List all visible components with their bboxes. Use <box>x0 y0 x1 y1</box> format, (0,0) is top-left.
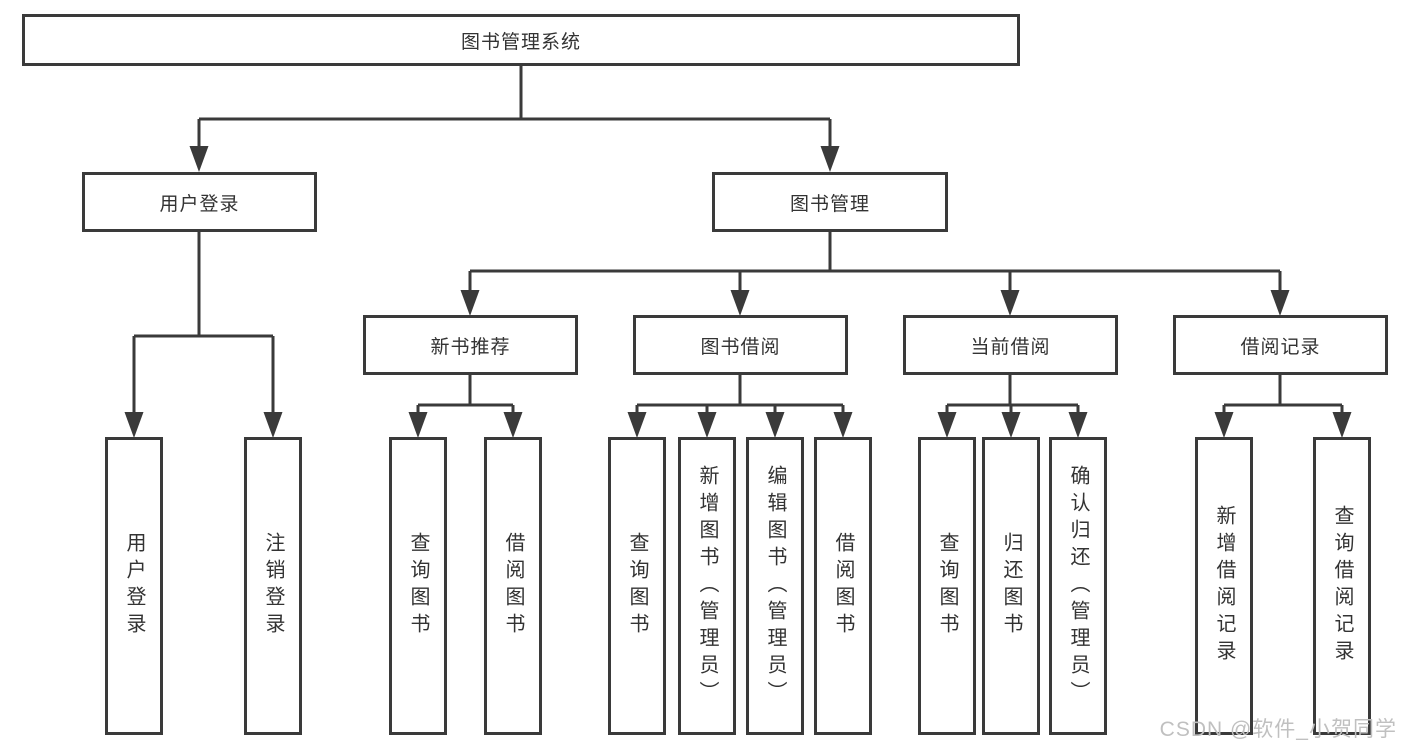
leaf-return-books: 归还图书 <box>982 437 1040 735</box>
arrowhead-icon <box>263 412 283 438</box>
node-book-borrowing: 图书借阅 <box>633 315 848 375</box>
arrowhead-icon <box>1332 412 1352 438</box>
arrowhead-icon <box>765 412 785 438</box>
arrowhead-icon <box>124 412 144 438</box>
leaf-borrow-books-2: 借阅图书 <box>814 437 872 735</box>
arrowhead-icon <box>730 290 750 316</box>
arrowhead-icon <box>1001 412 1021 438</box>
node-user-login: 用户登录 <box>82 172 317 232</box>
leaf-borrow-books-1: 借阅图书 <box>484 437 542 735</box>
arrowhead-icon <box>1068 412 1088 438</box>
leaf-query-books-3: 查询图书 <box>918 437 976 735</box>
node-borrowing-records: 借阅记录 <box>1173 315 1388 375</box>
arrowhead-icon <box>820 146 840 172</box>
leaf-add-books-admin: 新增图书（管理员） <box>678 437 736 735</box>
node-root-library-system: 图书管理系统 <box>22 14 1020 66</box>
node-book-management: 图书管理 <box>712 172 948 232</box>
arrowhead-icon <box>697 412 717 438</box>
connector-currentborrow-to-leaves <box>945 375 1080 418</box>
arrowhead-icon <box>627 412 647 438</box>
leaf-logout: 注销登录 <box>244 437 302 735</box>
arrowhead-icon <box>1000 290 1020 316</box>
arrowhead-icon <box>833 412 853 438</box>
connector-userlogin-to-leaves <box>132 232 275 418</box>
connector-borrowrecord-to-leaves <box>1222 375 1344 418</box>
arrowhead-icon <box>189 146 209 172</box>
leaf-add-borrow-record: 新增借阅记录 <box>1195 437 1253 735</box>
leaf-query-books-1: 查询图书 <box>389 437 447 735</box>
connector-root-to-level2 <box>197 66 832 150</box>
leaf-user-login: 用户登录 <box>105 437 163 735</box>
arrowhead-icon <box>503 412 523 438</box>
leaf-confirm-return-admin: 确认归还（管理员） <box>1049 437 1107 735</box>
arrowhead-icon <box>1214 412 1234 438</box>
node-current-borrowing: 当前借阅 <box>903 315 1118 375</box>
connector-newbook-to-leaves <box>416 375 515 418</box>
arrowhead-icon <box>937 412 957 438</box>
arrowhead-icon <box>1270 290 1290 316</box>
csdn-watermark: CSDN @软件_小贺同学 <box>1159 718 1397 741</box>
node-new-book-recommend: 新书推荐 <box>363 315 578 375</box>
arrowhead-icon <box>460 290 480 316</box>
connector-bookmgmt-to-level3 <box>468 232 1282 294</box>
leaf-query-books-2: 查询图书 <box>608 437 666 735</box>
leaf-query-borrow-record: 查询借阅记录 <box>1313 437 1371 735</box>
arrowhead-icon <box>408 412 428 438</box>
connector-bookborrow-to-leaves <box>635 375 845 418</box>
leaf-edit-books-admin: 编辑图书（管理员） <box>746 437 804 735</box>
